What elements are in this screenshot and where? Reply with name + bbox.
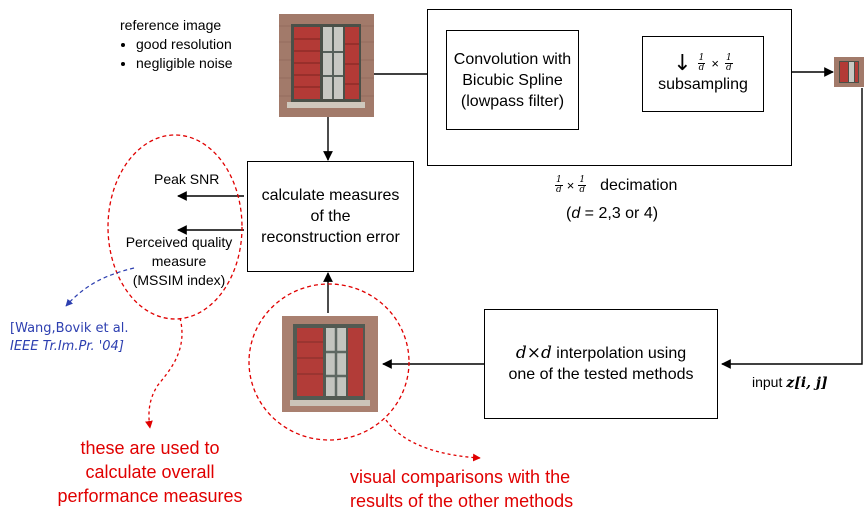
reference-image (279, 14, 374, 117)
perceived-quality-label: Perceived quality measure (MSSIM index) (125, 234, 233, 288)
decimation-times: × (566, 178, 575, 193)
convolution-box: Convolution with Bicubic Spline (lowpass… (446, 30, 579, 130)
citation-line1: [Wang,Bovik et al. (10, 321, 129, 336)
right-note-pointer (385, 419, 481, 462)
left-note-pointer (145, 317, 183, 429)
measures-line3: reconstruction error (261, 229, 400, 246)
result-highlight-ellipse (248, 283, 410, 441)
measures-highlight-ellipse (107, 134, 243, 320)
convolution-line3: (lowpass filter) (460, 92, 565, 110)
bullet-good-resolution: good resolution (136, 35, 233, 54)
subsampling-label: subsampling (658, 76, 748, 93)
citation-pointer (65, 267, 135, 307)
bullet-negligible-noise: negligible noise (136, 54, 233, 73)
decimation-label: decimation (600, 177, 678, 194)
decimated-image (834, 57, 864, 87)
convolution-line2: Bicubic Spline (462, 71, 563, 89)
citation: [Wang,Bovik et al. IEEE Tr.Im.Pr. '04] (10, 320, 128, 356)
input-signal-math: z[i, j] (786, 375, 828, 391)
arrow-small-image-to-interpolation (721, 88, 863, 369)
d-variable: d (571, 205, 581, 222)
input-label: input z[i, j] (752, 374, 828, 391)
decimation-d-values: (d = 2,3 or 4) (566, 205, 659, 222)
convolution-line1: Convolution with (453, 50, 572, 68)
left-note: these are used to calculate overall perf… (57, 438, 243, 506)
subsampling-times: × (711, 56, 719, 71)
peak-snr-label: Peak SNR (154, 171, 220, 187)
measures-line1: calculate measures (261, 187, 400, 204)
down-arrow-icon: ↓ (673, 51, 692, 76)
reconstructed-image (282, 316, 378, 412)
right-note: visual comparisons with the results of t… (350, 467, 574, 511)
measures-box: calculate measures of the reconstruction… (247, 161, 414, 272)
interpolation-math: d×d (515, 343, 552, 363)
measures-line2: of the (310, 208, 351, 225)
reference-bullets: good resolution negligible noise (120, 35, 233, 73)
interpolation-line1: d×d interpolation using (515, 343, 687, 363)
interpolation-line2: one of the tested methods (508, 366, 694, 383)
citation-line2: IEEE Tr.Im.Pr. '04] (10, 339, 124, 354)
reference-label-block: reference image good resolution negligib… (120, 16, 233, 73)
reference-title: reference image (120, 17, 222, 33)
interpolation-box: d×d interpolation using one of the teste… (484, 309, 718, 419)
